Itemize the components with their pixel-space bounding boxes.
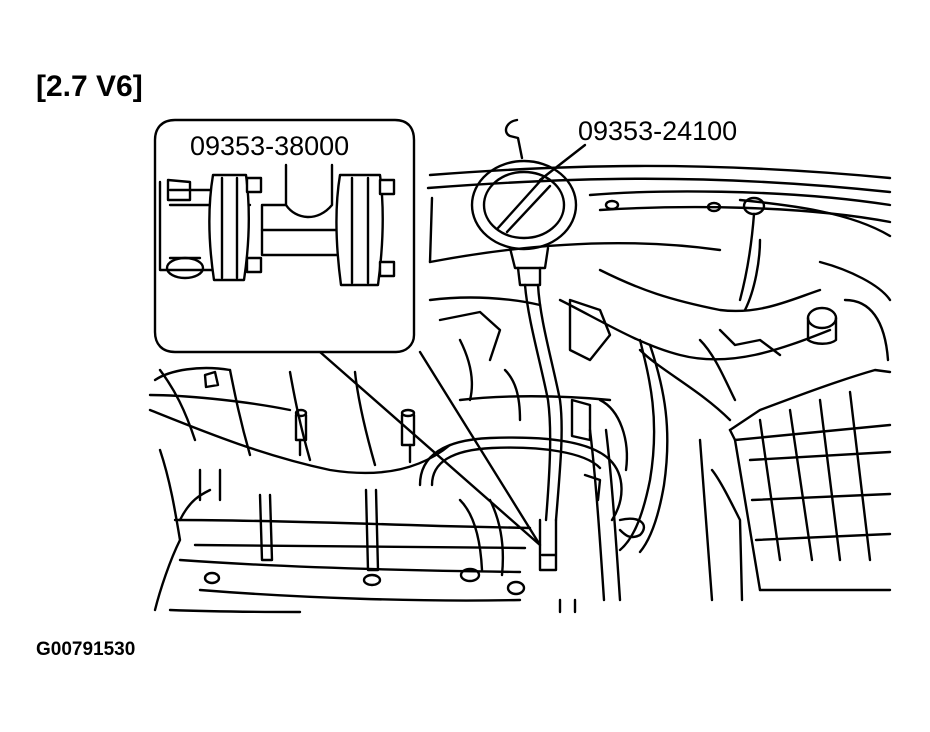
intake-manifold — [150, 368, 450, 473]
air-filter-housing — [700, 300, 890, 600]
gauge-part-number: 09353-24100 — [578, 116, 738, 146]
figure-code: G00791530 — [36, 639, 136, 660]
adapter-detail-inset — [155, 120, 414, 352]
adapter-callout-leader — [320, 352, 540, 545]
gauge-hanger-hook — [506, 120, 522, 158]
cylinder-head — [155, 450, 530, 612]
engine-bay-misc — [430, 298, 644, 538]
adapter-part-number: 09353-38000 — [190, 131, 350, 161]
vacuum-hoses — [420, 340, 667, 612]
hood-panel — [428, 166, 890, 262]
engine-variant-label: [2.7 V6] — [36, 70, 143, 103]
compression-gauge — [472, 161, 576, 285]
air-intake-duct — [560, 198, 890, 420]
gauge-leader-line — [540, 145, 585, 180]
